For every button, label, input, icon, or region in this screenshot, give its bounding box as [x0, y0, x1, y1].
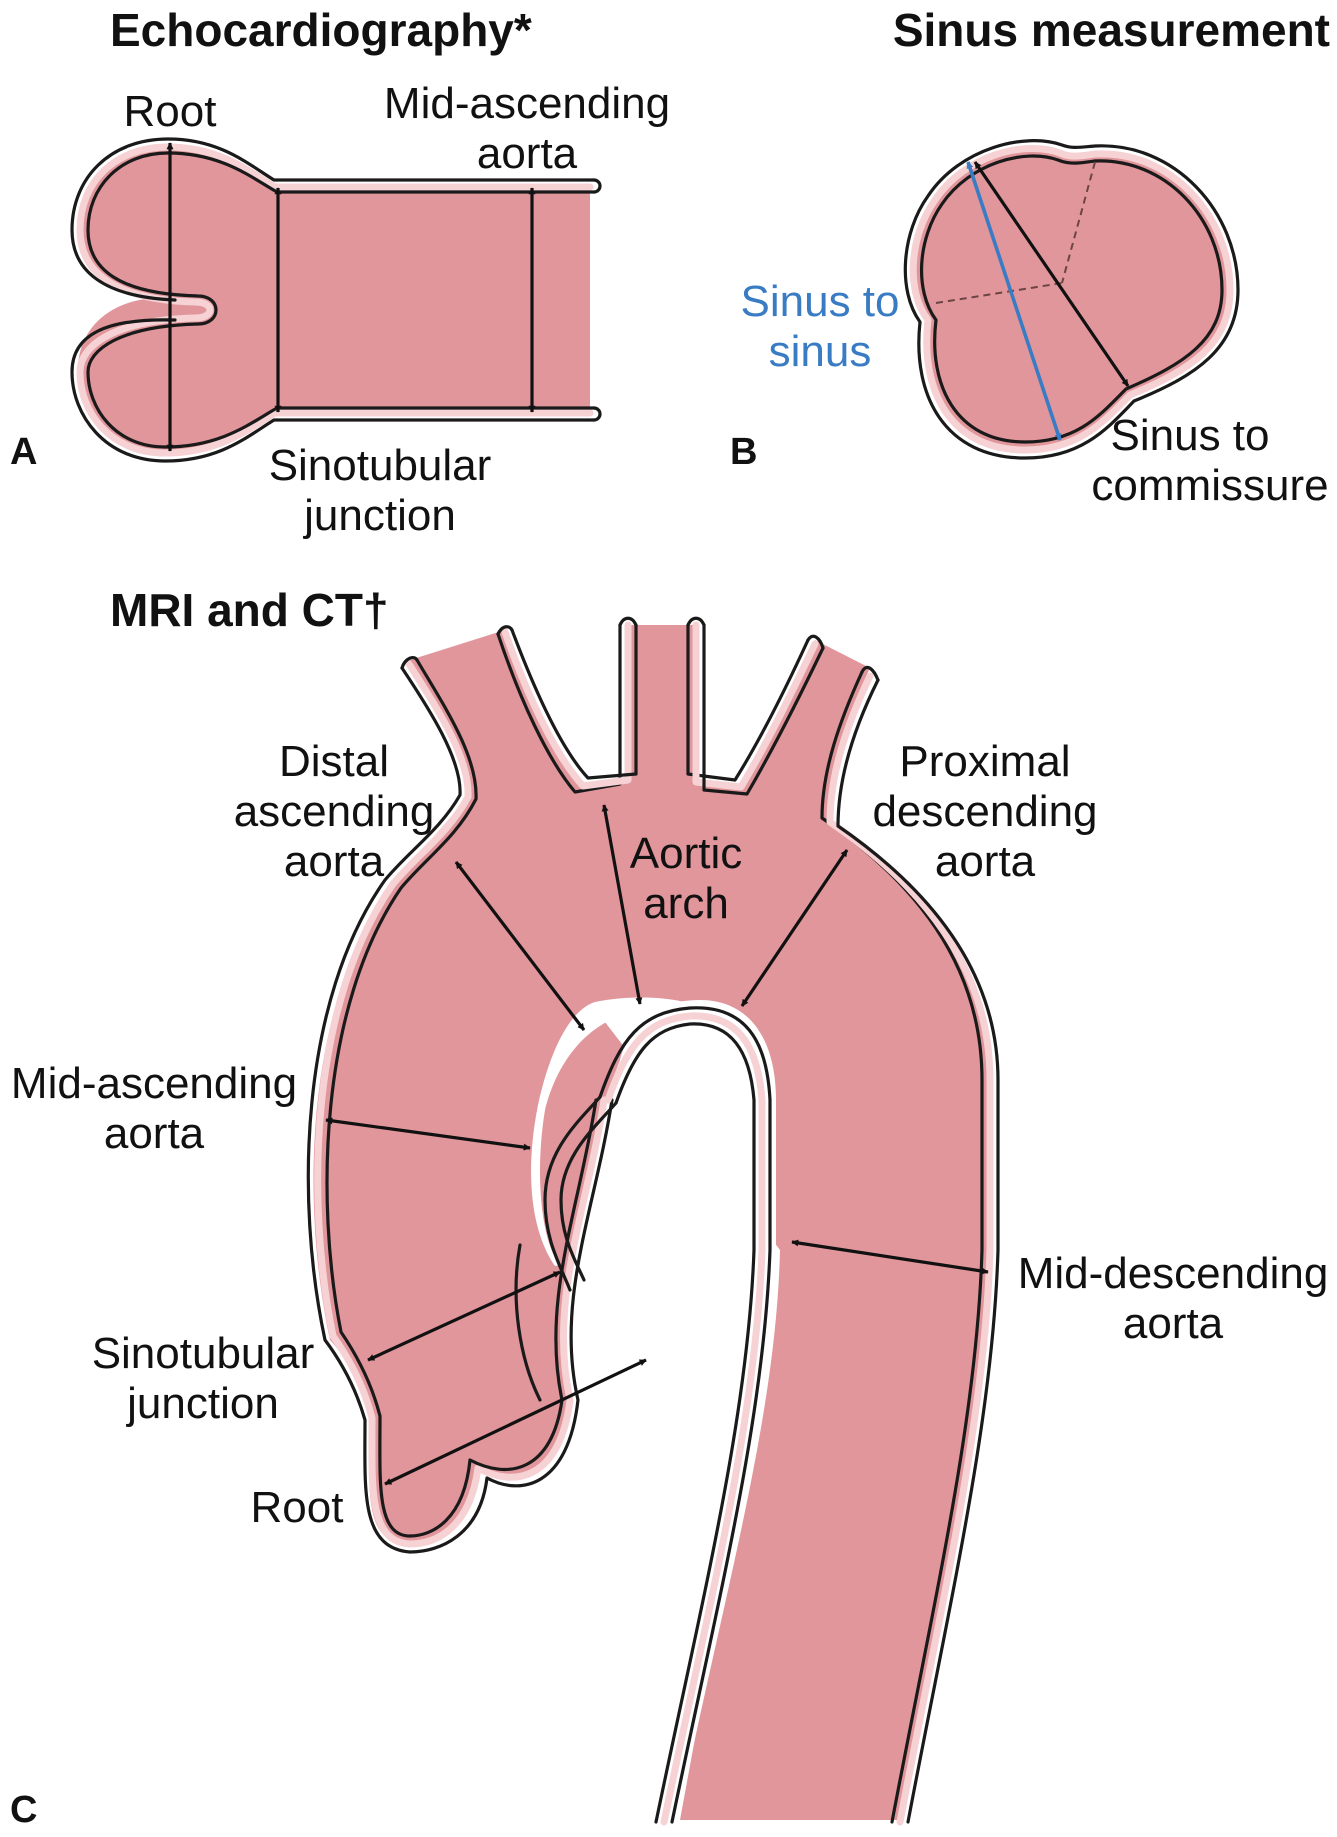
panel-c-mid-descending-label-2: aorta	[1123, 1299, 1224, 1348]
panel-c-stj-label-1: Sinotubular	[92, 1329, 315, 1378]
panel-a-aorta-wall	[70, 137, 602, 463]
panel-a-letter: A	[10, 431, 37, 473]
panel-c-stj-arrow	[367, 1270, 561, 1362]
panel-c-aortic-arch-label-1: Aortic	[630, 829, 742, 878]
panel-c-distal-ascending-label-3: aorta	[284, 837, 385, 886]
panel-c-distal-ascending-label-1: Distal	[279, 737, 389, 786]
panel-b-sinus-to-commissure-label-2: commissure	[1091, 461, 1328, 510]
panel-c-proximal-descending-arrow	[740, 849, 849, 1007]
panel-b-sinus-to-sinus-label-1: Sinus to	[741, 277, 900, 326]
panel-c-proximal-descending-label-2: descending	[872, 787, 1097, 836]
panel-c: MRI and CT†	[10, 584, 1328, 1831]
panel-b-letter: B	[730, 431, 757, 473]
panel-c-letter: C	[10, 1789, 37, 1831]
panel-a-stj-label-1: Sinotubular	[269, 441, 492, 490]
panel-c-aortic-arch-label-2: arch	[643, 879, 729, 928]
panel-c-mid-descending-label-1: Mid-descending	[1018, 1249, 1329, 1298]
panel-c-root-label: Root	[251, 1483, 344, 1532]
panel-c-mid-ascending-arrow	[325, 1117, 531, 1151]
panel-a-stj-label-2: junction	[302, 491, 456, 540]
panel-b-title: Sinus measurement	[893, 4, 1330, 56]
panel-c-aortic-arch-arrow	[601, 804, 643, 1005]
panel-c-arch-inner-space	[531, 997, 765, 1820]
panel-c-mid-ascending-label-1: Mid-ascending	[11, 1059, 297, 1108]
panel-b-sinus-to-commissure-label-1: Sinus to	[1111, 411, 1270, 460]
panel-c-title: MRI and CT†	[110, 584, 389, 636]
panel-a-mid-ascending-label-2: aorta	[477, 129, 578, 178]
panel-c-root-arrow	[384, 1358, 647, 1486]
panel-a-title: Echocardiography*	[110, 4, 532, 56]
panel-c-distal-ascending-label-2: ascending	[234, 787, 435, 836]
panel-b: Sinus measurement Sinus to sinus Sinus t…	[730, 4, 1330, 510]
panel-a: Echocardiography* Root Mid-ascending aor…	[10, 4, 670, 540]
panel-c-mid-ascending-label-2: aorta	[104, 1109, 205, 1158]
panel-a-mid-ascending-label-1: Mid-ascending	[384, 79, 670, 128]
panel-c-stj-label-2: junction	[125, 1379, 279, 1428]
panel-a-root-label: Root	[124, 87, 217, 136]
panel-c-mid-descending-arrow	[791, 1239, 989, 1275]
panel-a-aorta-fill	[78, 145, 590, 455]
panel-c-proximal-descending-label-1: Proximal	[899, 737, 1070, 786]
panel-c-distal-ascending-arrow	[454, 861, 586, 1031]
panel-c-proximal-descending-label-3: aorta	[935, 837, 1036, 886]
panel-b-sinus-to-sinus-label-2: sinus	[769, 327, 872, 376]
panel-b-sinus-to-sinus-arrow	[966, 161, 1062, 441]
